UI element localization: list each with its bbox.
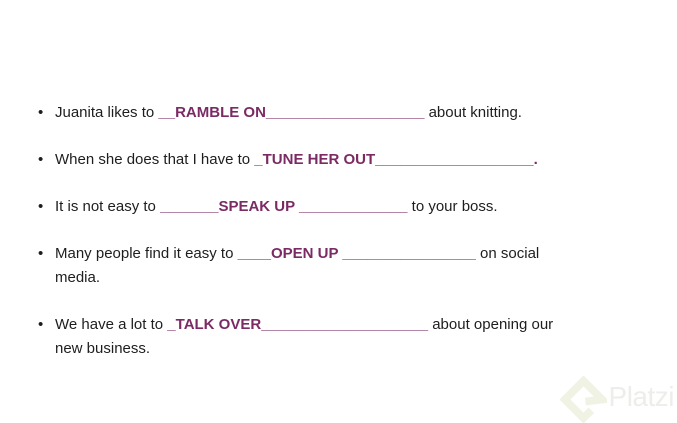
platzi-diamond-icon [559, 376, 607, 423]
answer-blank: ____OPEN UP ________________ [237, 245, 476, 262]
sentence-text: When she does that I have to [55, 151, 255, 168]
worksheet-bullet-list: • Juanita likes to __RAMBLE ON___________… [38, 101, 575, 384]
list-item: • We have a lot to _TALK OVER____________… [38, 313, 575, 361]
sentence-text: It is not easy to [55, 198, 161, 215]
sentence-text: to your boss. [407, 198, 498, 215]
bullet-icon: • [38, 104, 44, 121]
answer-blank: __RAMBLE ON___________________ [158, 104, 425, 121]
sentence-text: about opening our new business. [55, 316, 554, 357]
list-item: • Juanita likes to __RAMBLE ON___________… [38, 101, 575, 125]
platzi-watermark: Platzi [559, 376, 675, 423]
bullet-icon: • [38, 316, 44, 333]
sentence-text: We have a lot to [55, 316, 168, 333]
bullet-icon: • [38, 198, 44, 215]
answer-blank: _TUNE HER OUT___________________. [254, 151, 538, 168]
platzi-watermark-label: Platzi [608, 380, 675, 412]
list-item: • It is not easy to _______SPEAK UP _____… [38, 195, 575, 219]
sentence-text: Juanita likes to [55, 104, 159, 121]
bullet-icon: • [38, 151, 44, 168]
answer-blank: _TALK OVER____________________ [167, 316, 429, 333]
sentence-text: Many people find it easy to [55, 245, 238, 262]
answer-blank: _______SPEAK UP _____________ [160, 198, 408, 215]
list-item: • When she does that I have to _TUNE HER … [38, 148, 575, 172]
sentence-text: on social media. [55, 245, 540, 286]
list-item: • Many people find it easy to ____OPEN UP… [38, 242, 575, 290]
bullet-icon: • [38, 245, 44, 262]
sentence-text: about knitting. [424, 104, 522, 121]
